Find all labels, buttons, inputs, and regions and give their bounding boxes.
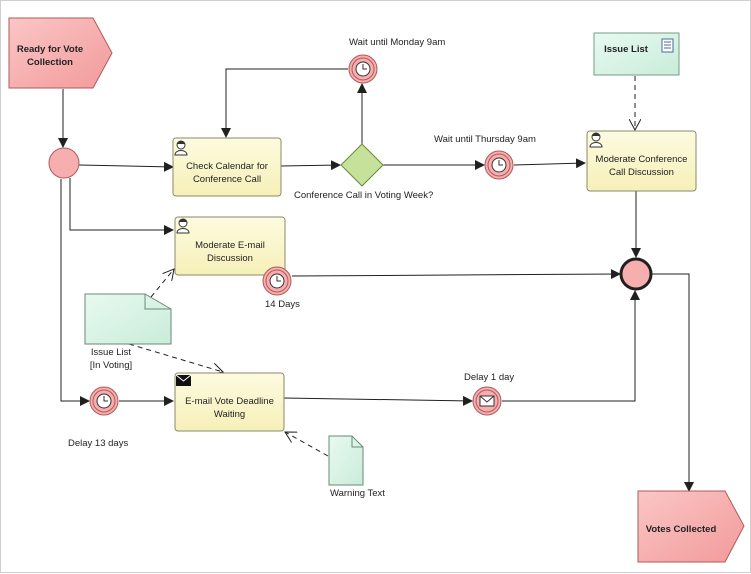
task-moderate-conf-label: Moderate Conference Call Discussion xyxy=(595,154,688,178)
assoc-issuevoting-to-email-vote xyxy=(128,343,223,372)
user-icon xyxy=(174,140,188,156)
flow-split-to-delay13 xyxy=(60,179,90,406)
merge-event xyxy=(619,257,653,291)
timer-thursday-label: Wait until Thursday 9am xyxy=(434,134,536,145)
timer-14days-event xyxy=(262,266,292,296)
flow-split-to-check xyxy=(78,161,174,172)
end-event-label: Votes Collected xyxy=(645,524,717,535)
warning-text-label: Warning Text xyxy=(330,488,385,499)
flows xyxy=(58,68,694,492)
associations xyxy=(128,76,635,457)
task-email-vote-box xyxy=(174,372,285,432)
flow-email-vote-to-delay1 xyxy=(283,395,473,406)
document-icon xyxy=(661,38,674,53)
user-icon xyxy=(176,218,190,234)
assoc-warning-to-email-vote xyxy=(285,432,329,457)
gateway-label: Conference Call in Voting Week? xyxy=(294,190,434,201)
timer-monday-label: Wait until Monday 9am xyxy=(349,37,446,48)
end-event-shape xyxy=(637,490,745,563)
flow-thursday-to-moderate-conf xyxy=(513,158,586,169)
message-delay1-label: Delay 1 day xyxy=(464,372,515,383)
issue-list-top-label: Issue List xyxy=(604,44,648,55)
user-icon xyxy=(589,132,603,148)
gateway-diamond xyxy=(340,143,384,187)
flow-14days-to-merge xyxy=(291,269,621,280)
task-check-calendar-box xyxy=(172,137,282,197)
timer-monday-event xyxy=(348,54,378,84)
task-email-vote-label: E-mail Vote Deadline Waiting xyxy=(185,396,274,420)
flow-merge-to-end xyxy=(652,273,694,492)
timer-delay13-label: Delay 13 days xyxy=(68,438,129,449)
send-envelope-icon xyxy=(175,374,192,386)
assoc-issuevoting-to-email-discussion xyxy=(150,269,174,298)
task-moderate-conf-box xyxy=(586,130,697,192)
flow-monday-to-check xyxy=(221,68,348,138)
task-check-calendar-label: Check Calendar for Conference Call xyxy=(186,161,268,185)
task-moderate-email-box xyxy=(174,216,286,276)
warning-text-shape xyxy=(328,435,364,486)
start-event-label: Ready for Vote Collection xyxy=(16,44,84,68)
flow-check-to-gateway xyxy=(280,160,341,171)
split-event xyxy=(48,147,80,179)
flow-split-to-email-discussion xyxy=(69,178,174,235)
timer-thursday-event xyxy=(484,150,514,180)
start-event-shape xyxy=(8,17,113,89)
timer-14days-label: 14 Days xyxy=(265,299,300,310)
timer-delay13-event xyxy=(89,386,119,416)
task-moderate-email-label: Moderate E-mail Discussion xyxy=(195,240,265,264)
task-shapes xyxy=(172,130,697,432)
issue-list-voting-shape xyxy=(84,293,172,345)
message-delay1-event xyxy=(472,386,502,416)
issue-list-voting-label: Issue List [In Voting] xyxy=(89,347,133,371)
issue-list-top-object xyxy=(593,32,680,76)
flow-delay1-to-merge xyxy=(502,290,640,402)
